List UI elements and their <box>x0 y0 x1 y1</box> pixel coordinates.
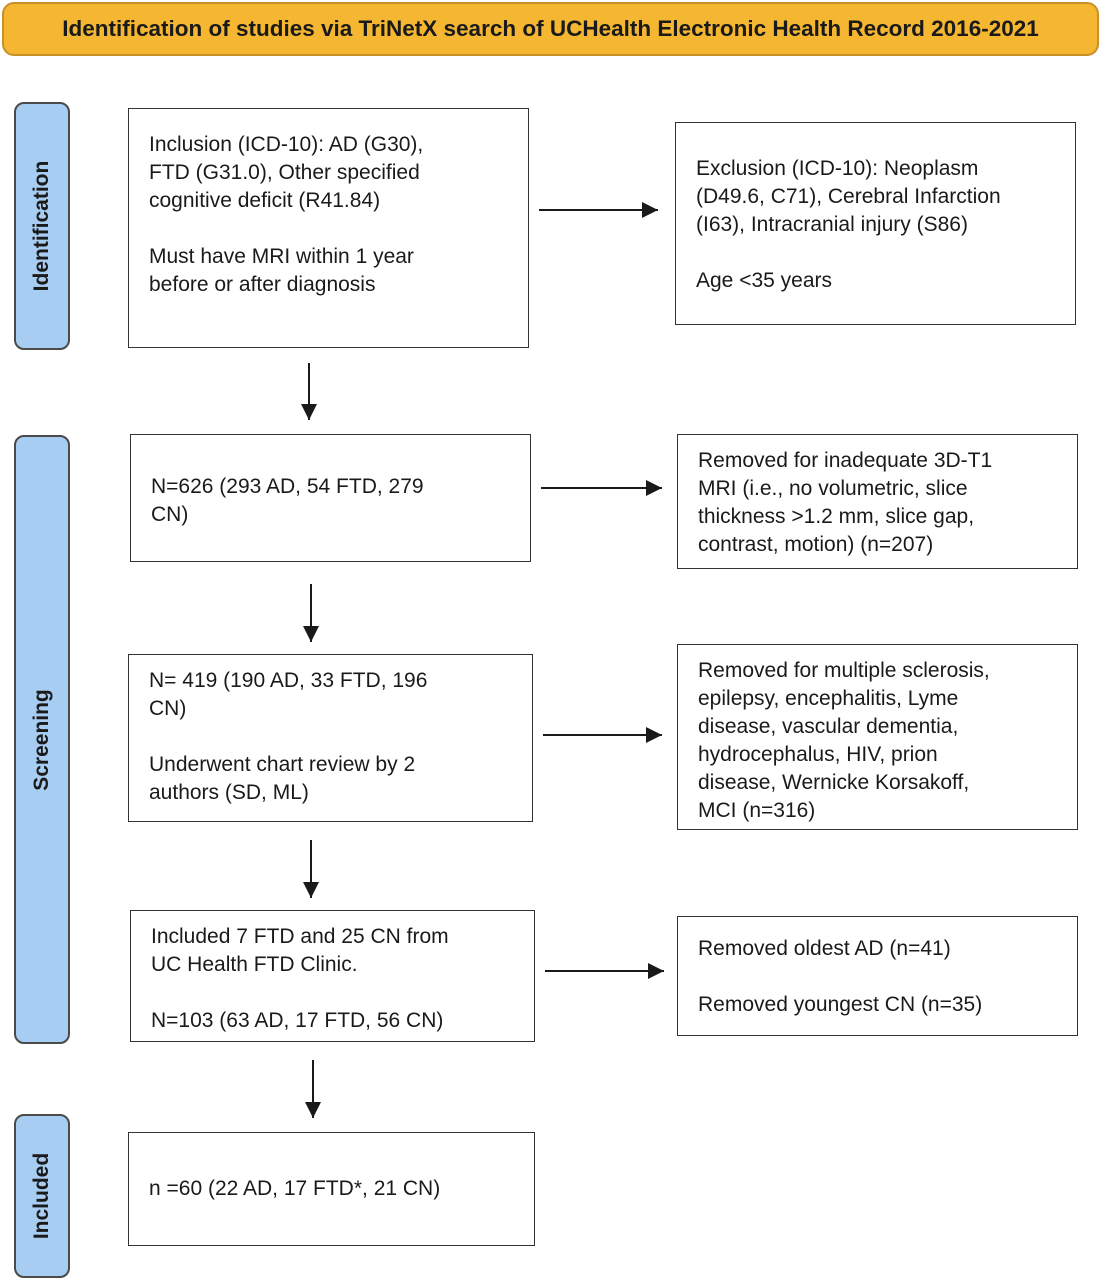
n60-box: n =60 (22 AD, 17 FTD*, 21 CN) <box>128 1132 535 1246</box>
n419-text: N= 419 (190 AD, 33 FTD, 196 <box>149 669 428 692</box>
removed-ms-text: hydrocephalus, HIV, prion <box>698 743 938 766</box>
n626-text: CN) <box>151 503 189 526</box>
n419-text: CN) <box>149 697 187 720</box>
n419-text: Underwent chart review by 2 <box>149 753 416 776</box>
n60-text: n =60 (22 AD, 17 FTD*, 21 CN) <box>149 1177 441 1200</box>
n419-box: N= 419 (190 AD, 33 FTD, 196 CN) Underwen… <box>128 654 533 822</box>
removed-mri-text: Removed for inadequate 3D-T1 <box>698 449 993 472</box>
n626-text: N=626 (293 AD, 54 FTD, 279 <box>151 475 424 498</box>
exclusion-text: Exclusion (ICD-10): Neoplasm <box>696 157 979 180</box>
removed-mri-text: thickness >1.2 mm, slice gap, <box>698 505 975 528</box>
phase-screening: Screening <box>14 435 70 1044</box>
exclusion-text: (I63), Intracranial injury (S86) <box>696 213 968 236</box>
removed-ms-text: Removed for multiple sclerosis, <box>698 659 990 682</box>
flowchart-title: Identification of studies via TriNetX se… <box>2 2 1099 56</box>
phase-included: Included <box>14 1114 70 1278</box>
removed-oldest-text: Removed youngest CN (n=35) <box>698 993 983 1016</box>
inclusion-text: Must have MRI within 1 year <box>149 245 414 268</box>
n103-box: Included 7 FTD and 25 CN from UC Health … <box>130 910 535 1042</box>
removed-ms-text: epilepsy, encephalitis, Lyme <box>698 687 959 710</box>
inclusion-text: before or after diagnosis <box>149 273 376 296</box>
removed-oldest-box: Removed oldest AD (n=41) Removed younges… <box>677 916 1078 1036</box>
n419-text: authors (SD, ML) <box>149 781 309 804</box>
inclusion-box: Inclusion (ICD-10): AD (G30), FTD (G31.0… <box>128 108 529 348</box>
removed-ms-text: disease, Wernicke Korsakoff, <box>698 771 970 794</box>
n626-box: N=626 (293 AD, 54 FTD, 279 CN) <box>130 434 531 562</box>
removed-ms-text: MCI (n=316) <box>698 799 816 822</box>
phase-identification: Identification <box>14 102 70 350</box>
exclusion-text: Age <35 years <box>696 269 833 292</box>
exclusion-box: Exclusion (ICD-10): Neoplasm (D49.6, C71… <box>675 122 1076 325</box>
n103-text: N=103 (63 AD, 17 FTD, 56 CN) <box>151 1009 444 1032</box>
removed-mri-box: Removed for inadequate 3D-T1 MRI (i.e., … <box>677 434 1078 569</box>
removed-mri-text: MRI (i.e., no volumetric, slice <box>698 477 968 500</box>
inclusion-text: Inclusion (ICD-10): AD (G30), <box>149 133 424 156</box>
removed-oldest-text: Removed oldest AD (n=41) <box>698 937 951 960</box>
removed-mri-text: contrast, motion) (n=207) <box>698 533 934 556</box>
flowchart-title-text: Identification of studies via TriNetX se… <box>62 16 1039 41</box>
inclusion-text: cognitive deficit (R41.84) <box>149 189 381 212</box>
exclusion-text: (D49.6, C71), Cerebral Infarction <box>696 185 1001 208</box>
inclusion-text: FTD (G31.0), Other specified <box>149 161 420 184</box>
n103-text: UC Health FTD Clinic. <box>151 953 358 976</box>
removed-ms-box: Removed for multiple sclerosis, epilepsy… <box>677 644 1078 830</box>
n103-text: Included 7 FTD and 25 CN from <box>151 925 449 948</box>
removed-ms-text: disease, vascular dementia, <box>698 715 959 738</box>
